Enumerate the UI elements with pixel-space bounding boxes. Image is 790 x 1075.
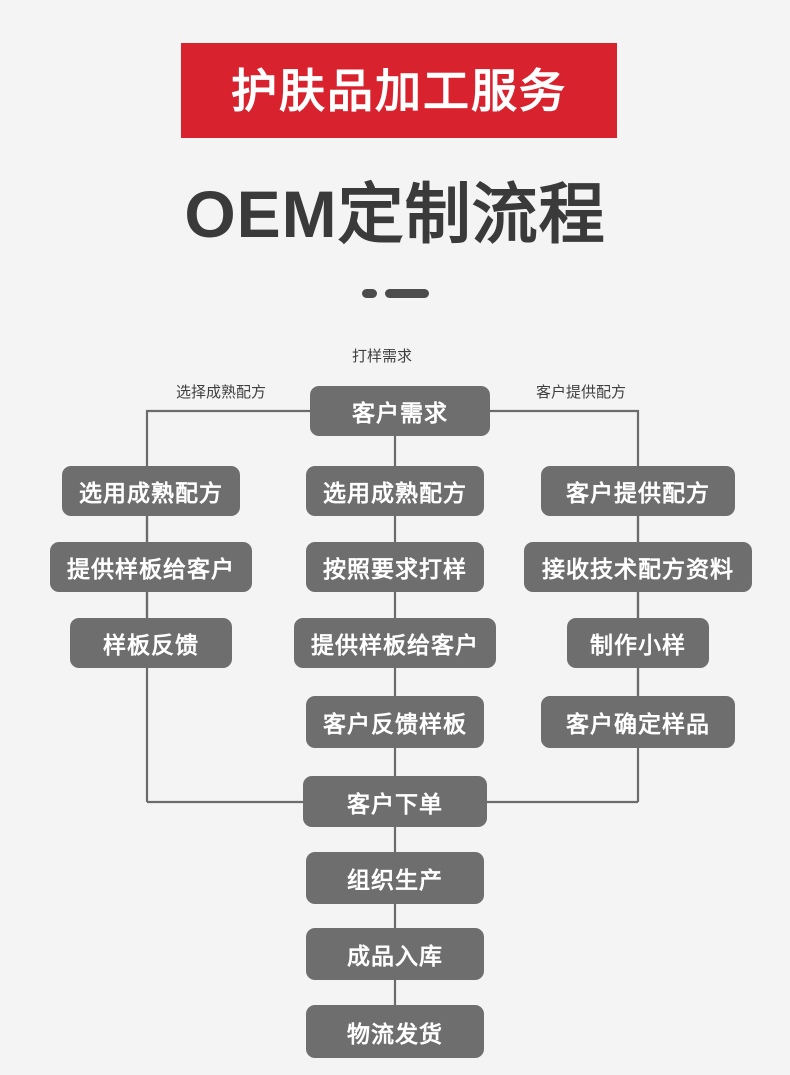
node-right-step-4[interactable]: 客户确定样品 bbox=[541, 696, 735, 748]
node-center-step-1[interactable]: 选用成熟配方 bbox=[306, 466, 484, 516]
node-left-step-3[interactable]: 样板反馈 bbox=[70, 618, 232, 668]
node-tail-step-2[interactable]: 成品入库 bbox=[306, 928, 484, 980]
node-right-step-1[interactable]: 客户提供配方 bbox=[541, 466, 735, 516]
node-tail-step-3[interactable]: 物流发货 bbox=[306, 1005, 484, 1058]
node-center-step-2[interactable]: 按照要求打样 bbox=[306, 542, 484, 592]
node-tail-step-1[interactable]: 组织生产 bbox=[306, 852, 484, 904]
divider-dot-icon bbox=[361, 288, 377, 298]
node-root-customer-demand[interactable]: 客户需求 bbox=[310, 386, 490, 436]
node-merge-customer-order[interactable]: 客户下单 bbox=[303, 776, 487, 827]
page-title: OEM定制流程 bbox=[184, 177, 606, 251]
divider-dash-icon bbox=[384, 288, 429, 298]
banner-title: 护肤品加工服务 bbox=[231, 64, 567, 117]
red-banner: 护肤品加工服务 bbox=[181, 43, 617, 138]
node-center-step-4[interactable]: 客户反馈样板 bbox=[306, 696, 484, 748]
node-right-step-3[interactable]: 制作小样 bbox=[567, 618, 709, 668]
node-center-step-3[interactable]: 提供样板给客户 bbox=[294, 618, 496, 668]
title-divider bbox=[0, 285, 790, 301]
node-left-step-2[interactable]: 提供样板给客户 bbox=[50, 542, 252, 592]
edge-label-left: 选择成熟配方 bbox=[176, 384, 267, 401]
node-right-step-2[interactable]: 接收技术配方资料 bbox=[524, 542, 752, 592]
node-left-step-1[interactable]: 选用成熟配方 bbox=[62, 466, 240, 516]
edge-label-top: 打样需求 bbox=[352, 348, 413, 365]
edge-label-right: 客户提供配方 bbox=[536, 384, 627, 401]
